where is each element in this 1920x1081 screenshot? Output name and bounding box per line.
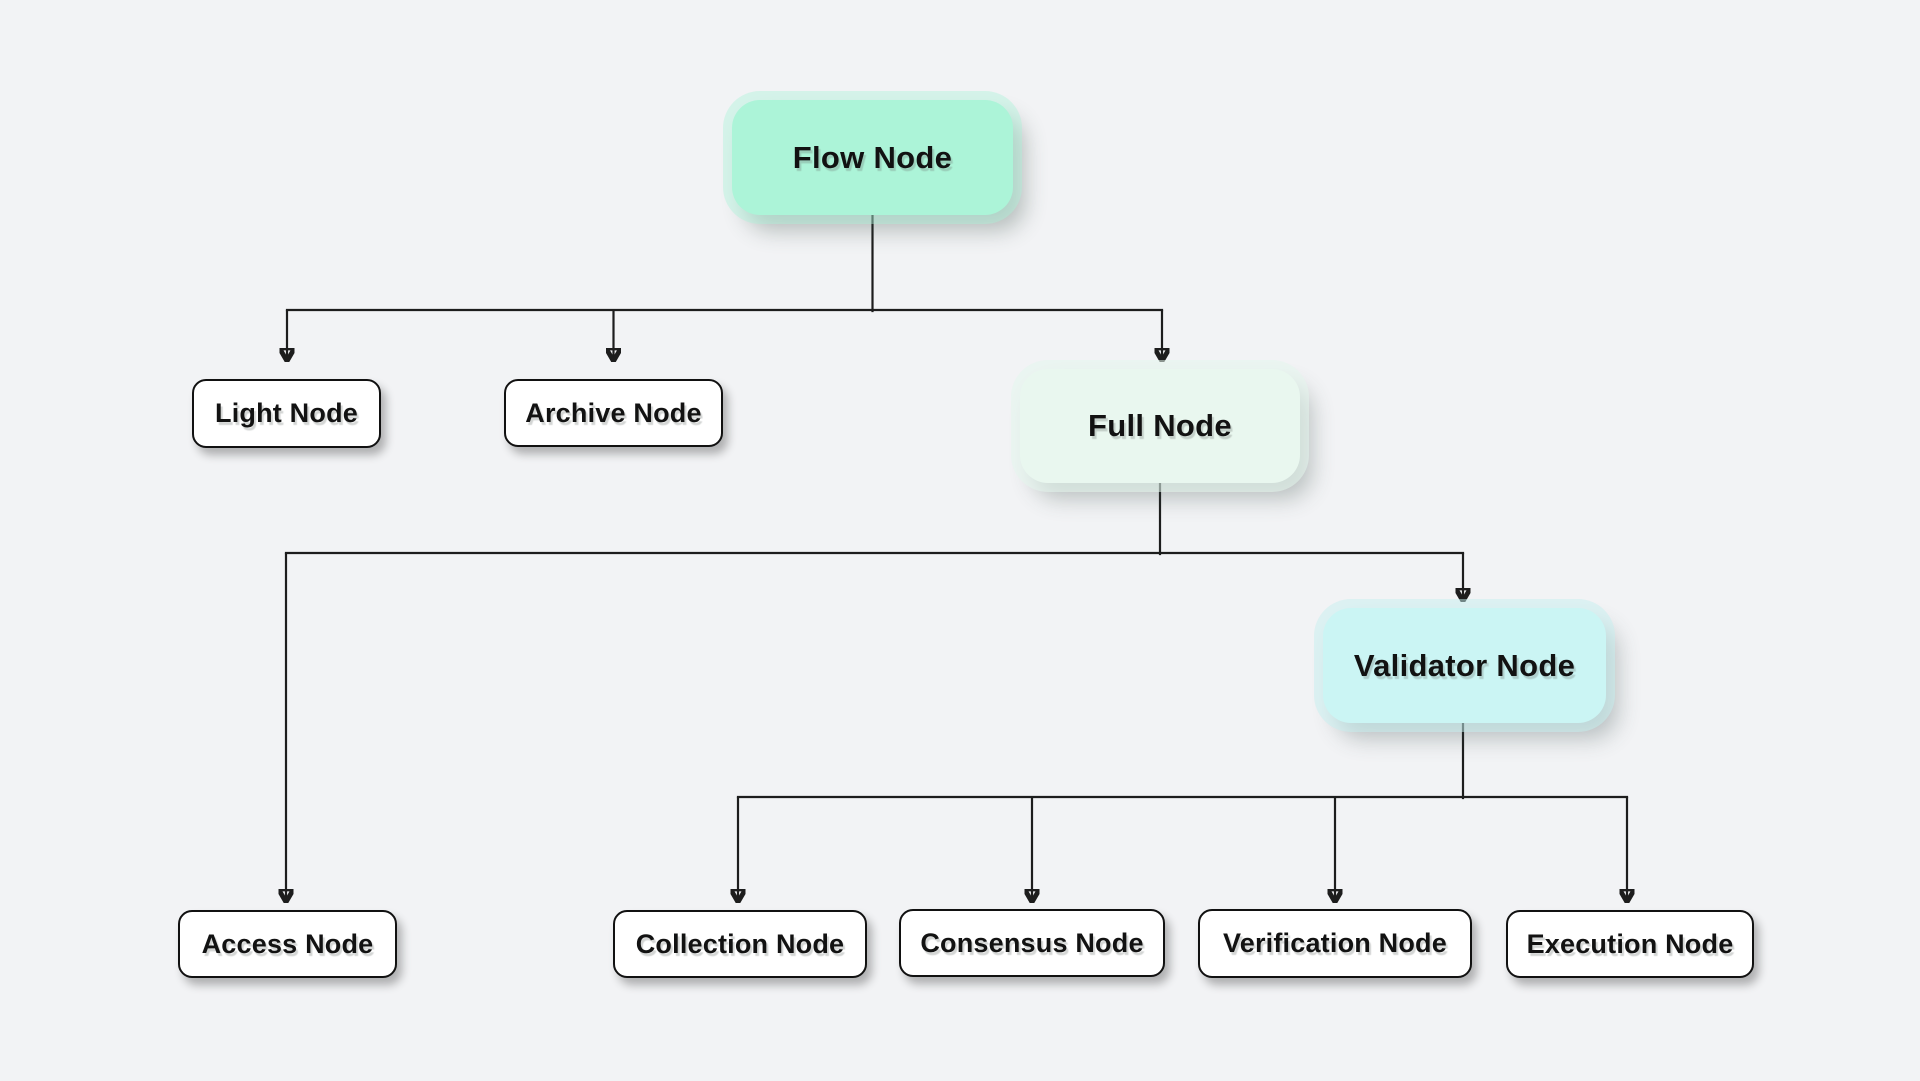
node-access-label: Access Node — [201, 928, 374, 959]
node-flow-label: Flow Node — [792, 139, 953, 175]
node-validator: Validator Node — [1323, 608, 1606, 723]
node-execution-label: Execution Node — [1526, 928, 1734, 959]
node-flow: Flow Node — [732, 100, 1013, 215]
node-full-label: Full Node — [1088, 408, 1232, 443]
node-archive-label: Archive Node — [525, 397, 702, 428]
node-validator-label: Validator Node — [1353, 647, 1576, 683]
node-light-label: Light Node — [215, 398, 358, 428]
node-consensus: Consensus Node — [899, 909, 1165, 977]
node-verification-label: Verification Node — [1223, 928, 1447, 958]
node-light: Light Node — [192, 379, 381, 448]
node-collection: Collection Node — [613, 910, 867, 978]
node-execution: Execution Node — [1506, 910, 1754, 978]
node-access: Access Node — [178, 910, 397, 978]
node-consensus-label: Consensus Node — [920, 927, 1144, 958]
node-archive: Archive Node — [504, 379, 723, 447]
node-collection-label: Collection Node — [635, 928, 845, 959]
node-full: Full Node — [1020, 369, 1300, 483]
node-verification: Verification Node — [1198, 909, 1472, 978]
